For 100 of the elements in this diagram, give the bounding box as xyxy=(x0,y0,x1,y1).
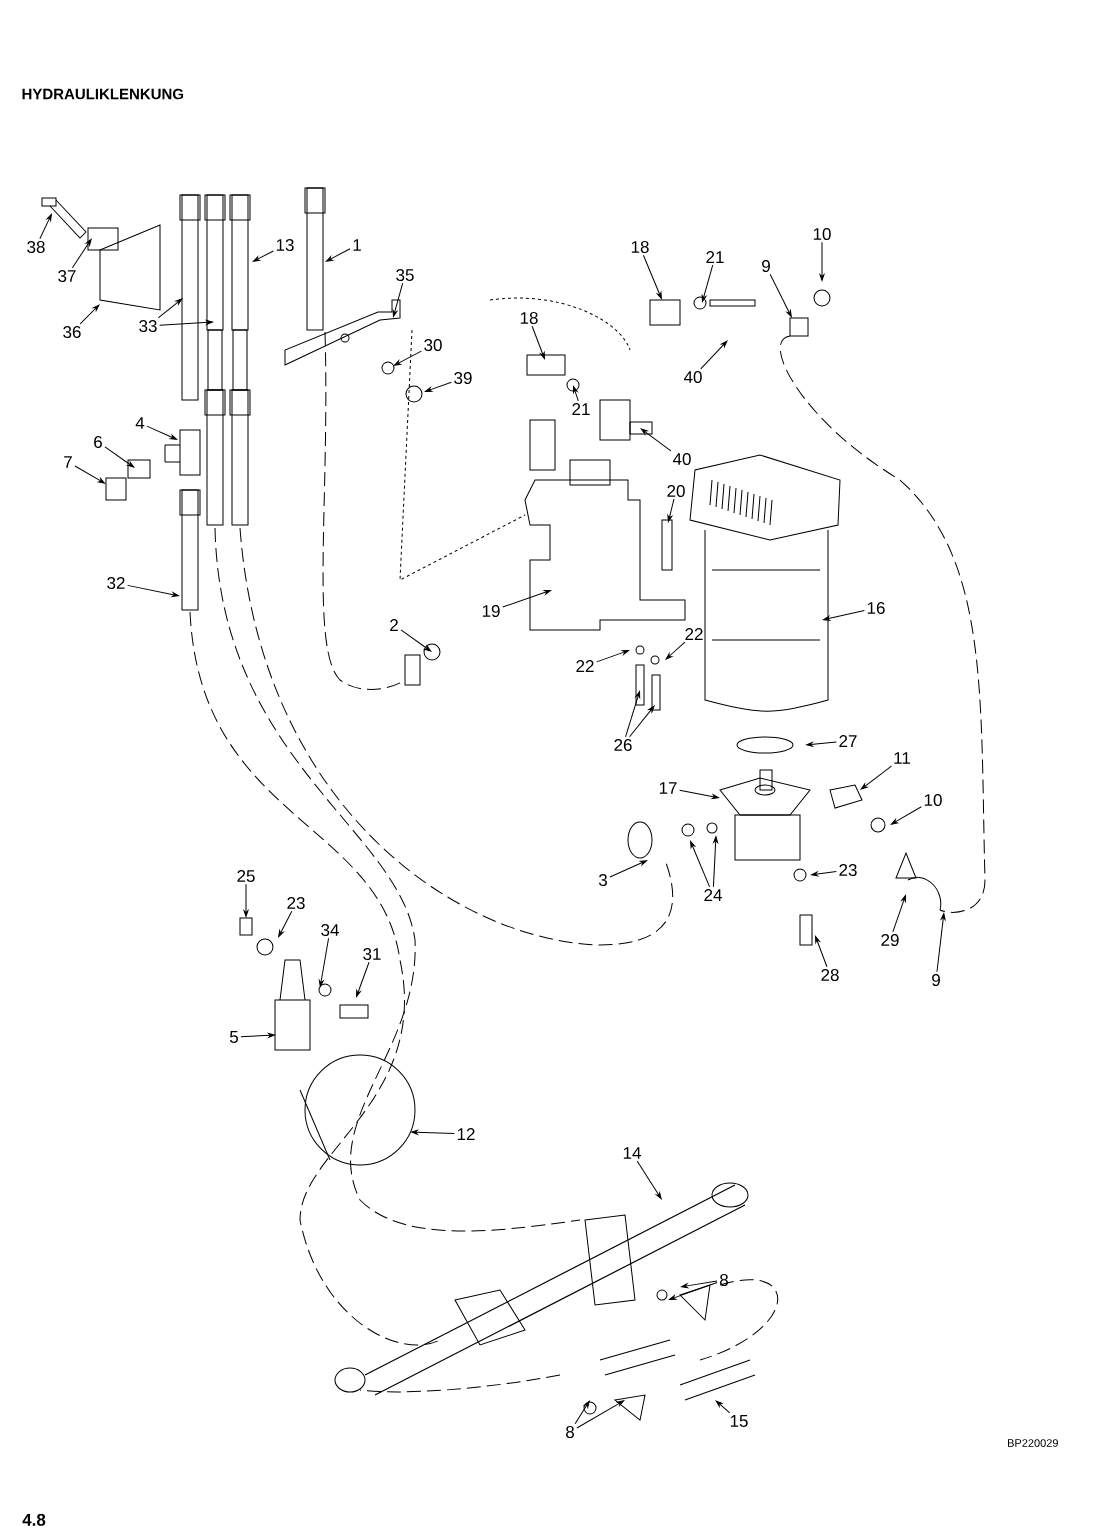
callout-number: 8 xyxy=(720,1274,728,1287)
leader-line xyxy=(892,895,906,933)
leader-line xyxy=(574,1400,590,1425)
leader-line xyxy=(573,386,579,402)
callout-number: 36 xyxy=(63,326,81,339)
callout-number: 28 xyxy=(821,969,839,982)
callout-number: 23 xyxy=(839,864,857,877)
leader-line xyxy=(629,705,655,738)
leader-line xyxy=(127,584,179,597)
leader-line xyxy=(596,650,629,663)
callout-number: 9 xyxy=(762,260,770,273)
leader-line xyxy=(712,836,719,888)
leader-line xyxy=(769,273,792,318)
leader-line xyxy=(811,871,837,877)
leader-line xyxy=(890,806,922,825)
callout-number: 24 xyxy=(704,889,722,901)
leader-line xyxy=(74,465,106,484)
callout-number: 37 xyxy=(58,270,76,283)
leader-line xyxy=(79,304,100,325)
callout-number: 35 xyxy=(396,269,414,282)
callout-number: 3 xyxy=(598,874,607,887)
callout-number: 10 xyxy=(813,228,831,241)
callout-number: 2 xyxy=(390,619,398,631)
callout-number: 14 xyxy=(623,1147,641,1159)
leader-line xyxy=(157,298,183,319)
leader-line xyxy=(159,320,213,326)
callout-number: 5 xyxy=(229,1031,238,1043)
callout-number: 40 xyxy=(672,453,691,466)
leader-line xyxy=(681,1280,718,1289)
leader-line xyxy=(576,1400,625,1429)
leader-line xyxy=(425,381,452,392)
leader-line xyxy=(665,641,686,660)
leader-line xyxy=(690,840,711,888)
callout-number: 38 xyxy=(27,241,45,254)
leader-line xyxy=(640,428,672,452)
callout-number: 29 xyxy=(881,934,899,947)
title: HYDRAULIKLENKUNG xyxy=(22,88,184,100)
callout-number: 39 xyxy=(454,372,472,385)
leader-line xyxy=(667,498,675,522)
callout-number: 31 xyxy=(363,948,381,961)
leader-line xyxy=(392,282,404,317)
callout-number: 18 xyxy=(631,241,649,254)
leader-line xyxy=(104,446,135,468)
leader-line xyxy=(243,883,249,917)
callout-number: 32 xyxy=(107,577,125,590)
callout-number: 16 xyxy=(867,602,885,615)
leader-line xyxy=(356,961,370,998)
callout-number: 21 xyxy=(706,251,724,263)
callout-number: 22 xyxy=(685,628,703,640)
leader-line xyxy=(531,325,545,360)
leader-line xyxy=(240,1032,275,1038)
leader-line xyxy=(39,213,52,240)
leader-line xyxy=(318,937,330,987)
callout-number: 9 xyxy=(932,974,940,987)
callout-number: 21 xyxy=(572,403,590,415)
callout-number: 17 xyxy=(659,782,677,794)
callout-number: 8 xyxy=(566,1426,574,1439)
leader-line xyxy=(325,248,351,262)
callout-number: 30 xyxy=(424,339,442,352)
callout-number: 11 xyxy=(894,752,910,764)
callout-number: 4 xyxy=(135,417,145,429)
leader-line xyxy=(642,254,662,300)
callout-number: 15 xyxy=(730,1415,748,1427)
leader-line xyxy=(252,250,274,262)
leader-line xyxy=(819,241,825,281)
leader-line xyxy=(636,1160,662,1200)
leader-line xyxy=(936,913,946,973)
leader-line xyxy=(625,691,641,738)
leader-line xyxy=(806,741,837,747)
callout-number: 25 xyxy=(237,870,255,883)
leader-line xyxy=(502,590,551,608)
leader-line xyxy=(609,860,648,878)
callout-number: 34 xyxy=(321,924,339,937)
leader-line xyxy=(860,765,892,790)
leader-line xyxy=(700,340,728,370)
leader-line xyxy=(815,936,828,968)
callout-number: 13 xyxy=(276,239,294,252)
leader-line xyxy=(393,350,422,366)
leader-line xyxy=(823,610,865,621)
callout-number: 1 xyxy=(353,239,361,251)
page-number: 4.8 xyxy=(22,1513,46,1526)
callout-number: 6 xyxy=(94,436,102,449)
callout-number: 19 xyxy=(482,605,500,618)
leader-line xyxy=(679,789,719,799)
leader-line xyxy=(278,910,293,938)
leader-line xyxy=(701,264,714,302)
leader-line xyxy=(146,425,178,440)
callout-number: 20 xyxy=(667,485,685,498)
leader-line xyxy=(71,238,92,269)
callout-number: 10 xyxy=(924,794,942,807)
callout-number: 12 xyxy=(457,1128,475,1140)
leader-line xyxy=(715,1400,731,1414)
callout-number: 33 xyxy=(139,320,157,333)
leader-line xyxy=(669,1282,718,1300)
callout-number: 22 xyxy=(576,660,594,672)
drawing-number: BP220029 xyxy=(1008,1439,1058,1447)
callout-number: 18 xyxy=(520,312,538,325)
callout-number: 7 xyxy=(64,456,72,468)
callout-number: 23 xyxy=(287,897,305,910)
callout-number: 26 xyxy=(614,739,632,752)
